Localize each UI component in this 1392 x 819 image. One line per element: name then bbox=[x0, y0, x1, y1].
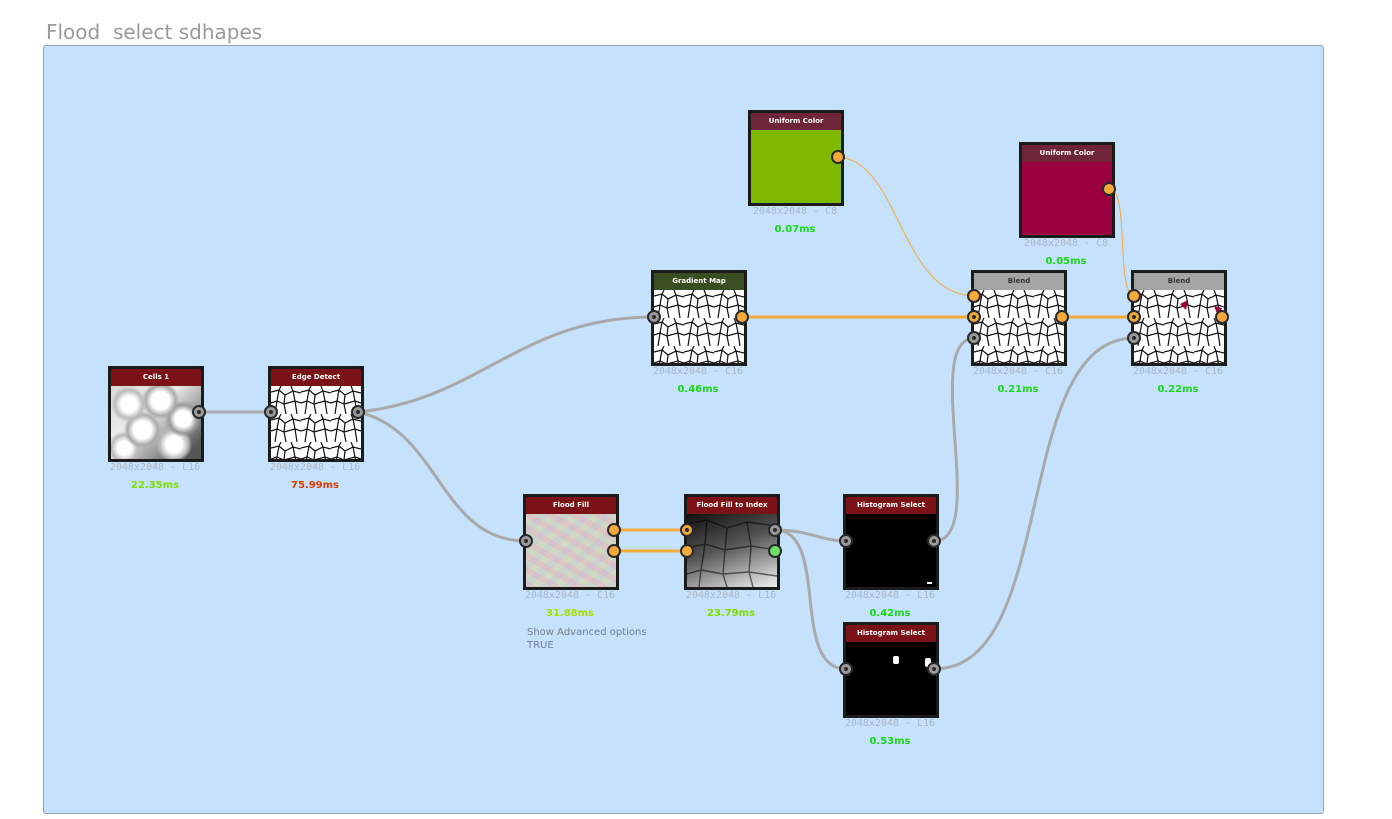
node-title: Edge Detect bbox=[271, 369, 361, 386]
node-title: Gradient Map bbox=[654, 273, 744, 290]
output-port[interactable] bbox=[1215, 310, 1229, 324]
node-resolution: 2048x2048 - L16 bbox=[844, 718, 936, 729]
node-time: 0.46ms bbox=[677, 384, 719, 395]
node-resolution: 2048x2048 - L16 bbox=[685, 590, 777, 601]
node-flood-fill[interactable]: Flood Fill bbox=[523, 494, 619, 590]
node-gradient-map[interactable]: Gradient Map bbox=[651, 270, 747, 366]
output-port[interactable] bbox=[768, 523, 782, 537]
input-port[interactable] bbox=[839, 534, 853, 548]
input-port[interactable] bbox=[264, 405, 278, 419]
node-resolution: 2048x2048 - C16 bbox=[524, 590, 616, 601]
node-thumbnail bbox=[974, 290, 1064, 363]
node-title: Histogram Select bbox=[846, 625, 936, 642]
node-time: 0.05ms bbox=[1045, 256, 1087, 267]
node-time: 0.53ms bbox=[869, 736, 911, 747]
node-time: 75.99ms bbox=[290, 480, 339, 491]
node-resolution: 2048x2048 - L16 bbox=[269, 462, 361, 473]
output-port[interactable] bbox=[351, 405, 365, 419]
graph-title: Flood select sdhapes bbox=[46, 20, 263, 44]
node-time: 0.22ms bbox=[1157, 384, 1199, 395]
node-thumbnail bbox=[654, 290, 744, 363]
input-port-background[interactable] bbox=[967, 310, 981, 324]
output-port[interactable] bbox=[831, 150, 845, 164]
node-title: Blend bbox=[1134, 273, 1224, 290]
node-resolution: 2048x2048 - C16 bbox=[652, 366, 744, 377]
node-title: Flood Fill to Index bbox=[687, 497, 777, 514]
output-port[interactable] bbox=[927, 534, 941, 548]
node-title: Blend bbox=[974, 273, 1064, 290]
node-time: 23.79ms bbox=[706, 608, 755, 619]
node-histogram-select-2[interactable]: Histogram Select bbox=[843, 622, 939, 718]
node-thumbnail bbox=[751, 130, 841, 203]
node-time: 0.42ms bbox=[869, 608, 911, 619]
wire-uniform1-to-blend1 bbox=[837, 156, 976, 297]
node-resolution: 2048x2048 - C8 bbox=[1023, 238, 1109, 249]
node-title: Flood Fill bbox=[526, 497, 616, 514]
node-title: Cells 1 bbox=[111, 369, 201, 386]
wire-edge-to-gradient bbox=[357, 315, 655, 414]
node-histogram-select-1[interactable]: Histogram Select bbox=[843, 494, 939, 590]
parameter-value: TRUE bbox=[527, 640, 554, 651]
node-edge-detect[interactable]: Edge Detect bbox=[268, 366, 364, 462]
node-title: Uniform Color bbox=[751, 113, 841, 130]
output-port-a[interactable] bbox=[607, 523, 621, 537]
node-thumbnail bbox=[846, 642, 936, 715]
node-title: Histogram Select bbox=[846, 497, 936, 514]
node-thumbnail bbox=[846, 514, 936, 587]
node-time: 22.35ms bbox=[130, 480, 179, 491]
node-time: 31.88ms bbox=[545, 608, 594, 619]
node-uniform-color-2[interactable]: Uniform Color bbox=[1019, 142, 1115, 238]
input-port-foreground[interactable] bbox=[1127, 289, 1141, 303]
node-resolution: 2048x2048 - L16 bbox=[109, 462, 201, 473]
input-port-mask[interactable] bbox=[967, 331, 981, 345]
node-thumbnail bbox=[1134, 290, 1224, 363]
node-time: 0.21ms bbox=[997, 384, 1039, 395]
wire-edge-to-floodfill bbox=[357, 410, 527, 543]
input-port[interactable] bbox=[839, 662, 853, 676]
output-port[interactable] bbox=[192, 405, 206, 419]
node-thumbnail bbox=[526, 514, 616, 587]
node-title: Uniform Color bbox=[1022, 145, 1112, 162]
output-port[interactable] bbox=[1102, 182, 1116, 196]
input-port-b[interactable] bbox=[680, 544, 694, 558]
node-uniform-color-1[interactable]: Uniform Color bbox=[748, 110, 844, 206]
node-parameter-note: Show Advanced options TRUE bbox=[527, 626, 647, 652]
input-port-mask[interactable] bbox=[1127, 331, 1141, 345]
wire-index-to-hist2 bbox=[774, 528, 847, 671]
node-thumbnail bbox=[687, 514, 777, 587]
output-port-secondary[interactable] bbox=[768, 544, 782, 558]
node-flood-fill-to-index[interactable]: Flood Fill to Index bbox=[684, 494, 780, 590]
node-cells-1[interactable]: Cells 1 bbox=[108, 366, 204, 462]
parameter-label: Show Advanced options bbox=[527, 627, 647, 638]
node-resolution: 2048x2048 - C16 bbox=[1132, 366, 1224, 377]
input-port-background[interactable] bbox=[1127, 310, 1141, 324]
output-port-b[interactable] bbox=[607, 544, 621, 558]
node-thumbnail bbox=[111, 386, 201, 459]
output-port[interactable] bbox=[927, 662, 941, 676]
input-port-a[interactable] bbox=[680, 523, 694, 537]
output-port[interactable] bbox=[735, 310, 749, 324]
node-blend-2[interactable]: Blend bbox=[1131, 270, 1227, 366]
node-thumbnail bbox=[271, 386, 361, 459]
node-thumbnail bbox=[1022, 162, 1112, 235]
input-port[interactable] bbox=[519, 534, 533, 548]
output-port[interactable] bbox=[1055, 310, 1069, 324]
node-resolution: 2048x2048 - C8 bbox=[752, 206, 838, 217]
wire-hist2-to-blend2 bbox=[933, 336, 1136, 671]
input-port-foreground[interactable] bbox=[967, 289, 981, 303]
input-port[interactable] bbox=[647, 310, 661, 324]
node-resolution: 2048x2048 - C16 bbox=[972, 366, 1064, 377]
node-resolution: 2048x2048 - L16 bbox=[844, 590, 936, 601]
wire-hist1-to-blend1 bbox=[933, 336, 976, 543]
node-time: 0.07ms bbox=[774, 224, 816, 235]
node-blend-1[interactable]: Blend bbox=[971, 270, 1067, 366]
